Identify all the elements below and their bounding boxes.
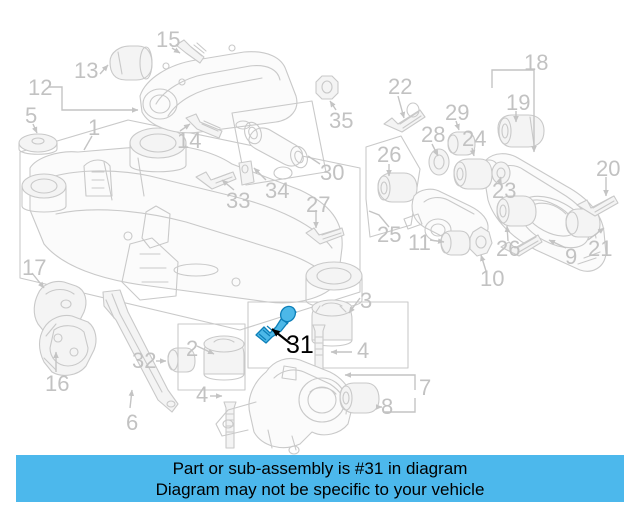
part-9-bolt	[500, 234, 543, 257]
part-28-bushing	[428, 148, 450, 176]
callout-16: 16	[45, 371, 70, 396]
callout-26b: 26	[496, 236, 521, 261]
callout-20: 20	[596, 156, 621, 181]
part-30-lateral-link	[231, 100, 327, 186]
part-info-banner: Part or sub-assembly is #31 in diagram D…	[16, 455, 624, 502]
banner-line-1: Part or sub-assembly is #31 in diagram	[172, 458, 468, 478]
callout-27: 27	[306, 192, 331, 217]
part-6-tie-bar	[102, 289, 179, 413]
callout-12: 12	[28, 75, 53, 100]
part-35-nut	[315, 75, 339, 100]
part-16-bracket	[38, 314, 97, 376]
callout-35: 35	[329, 108, 354, 133]
callout-8: 8	[381, 394, 394, 419]
part-22-bolt	[383, 102, 426, 133]
part-12-control-arm	[139, 44, 298, 134]
part-31-bolt-highlighted	[255, 305, 297, 345]
part-2-bushing	[177, 323, 246, 391]
callout-6: 6	[126, 410, 139, 435]
part-10-bracket	[469, 226, 493, 257]
callout-18: 18	[524, 50, 549, 75]
callout-11: 11	[408, 230, 431, 255]
callout-15: 15	[156, 27, 181, 52]
callout-24: 24	[462, 126, 487, 151]
callout-13: 13	[74, 58, 99, 83]
callout-29: 29	[445, 100, 470, 125]
callout-28: 28	[421, 122, 446, 147]
callout-4b: 4	[196, 382, 209, 407]
part-5-washer	[18, 133, 58, 155]
callout-14: 14	[177, 128, 202, 153]
callout-7: 7	[419, 375, 432, 400]
part-25-toe-link	[403, 188, 489, 247]
banner-line-2: Diagram may not be specific to your vehi…	[155, 479, 485, 499]
part-11-bushing	[440, 230, 471, 256]
exploded-parts-diagram	[18, 39, 619, 455]
callout-31-highlighted: 31	[286, 331, 314, 359]
callout-2: 2	[186, 336, 199, 361]
callout-34: 34	[265, 178, 290, 203]
part-34-bracket	[238, 160, 255, 186]
callout-10: 10	[480, 266, 505, 291]
part-1-subframe	[19, 119, 363, 331]
callout-1: 1	[88, 115, 101, 140]
leader-lines	[31, 47, 609, 413]
part-14-bolt	[185, 113, 223, 139]
callout-3: 3	[360, 288, 373, 313]
callout-19: 19	[506, 90, 531, 115]
callout-9: 9	[565, 244, 578, 269]
callout-23: 23	[492, 178, 517, 203]
part-32-bushing	[167, 347, 196, 373]
part-21-bushing	[565, 208, 601, 238]
callout-33: 33	[226, 188, 251, 213]
callout-30: 30	[320, 160, 345, 185]
callout-32: 32	[132, 348, 157, 373]
part-20-bolt	[576, 195, 619, 217]
part-3-bushing-box	[247, 299, 409, 369]
part-13-bushing	[109, 45, 153, 81]
callout-22: 22	[388, 74, 413, 99]
part-24-bushing	[453, 158, 493, 190]
part-4a-bolt	[312, 324, 326, 373]
part-8-bushing	[339, 382, 380, 414]
callout-4a: 4	[357, 338, 370, 363]
callout-26a: 26	[377, 142, 402, 167]
callout-5: 5	[25, 103, 38, 128]
callout-21: 21	[588, 236, 613, 261]
callout-17: 17	[22, 255, 47, 280]
part-26b-bushing	[496, 195, 537, 227]
callout-25: 25	[377, 222, 402, 247]
part-29-bushing	[447, 131, 476, 156]
part-19-bushing	[497, 114, 545, 148]
part-15-bolt	[175, 39, 207, 64]
